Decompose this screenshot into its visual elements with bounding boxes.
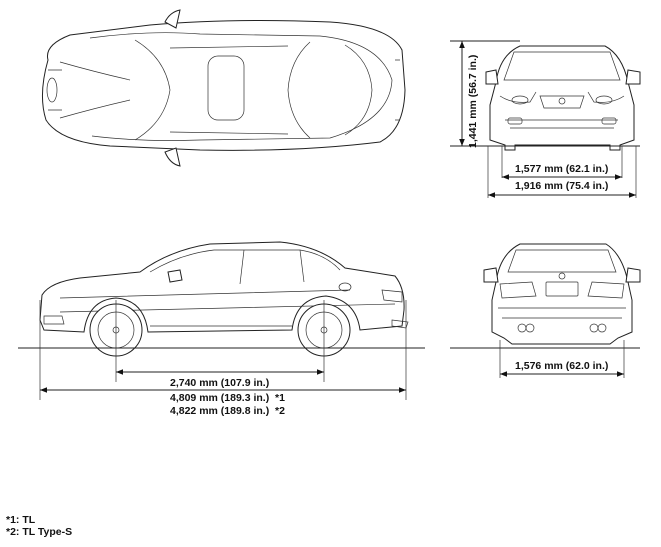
footnote-tl: *1: TL xyxy=(6,514,36,526)
front-track-dimension: 1,577 mm (62.1 in.) xyxy=(515,163,608,175)
rear-track-dimension: 1,576 mm (62.0 in.) xyxy=(515,360,608,372)
length-types-mark: *2 xyxy=(275,405,285,417)
length-tl-dimension: 4,809 mm (189.3 in.) xyxy=(170,392,269,404)
width-dimension: 1,916 mm (75.4 in.) xyxy=(515,180,608,192)
wheelbase-dimension: 2,740 mm (107.9 in.) xyxy=(170,377,269,389)
length-tl-mark: *1 xyxy=(275,392,285,404)
height-dimension: 1,441 mm (56.7 in.) xyxy=(467,55,479,148)
footnote-tl-type-s: *2: TL Type-S xyxy=(6,526,73,538)
length-types-dimension: 4,822 mm (189.8 in.) xyxy=(170,405,269,417)
top-view-car xyxy=(42,9,406,167)
front-view-car xyxy=(485,45,641,151)
rear-view-car xyxy=(483,243,641,345)
side-view-car xyxy=(39,241,409,357)
